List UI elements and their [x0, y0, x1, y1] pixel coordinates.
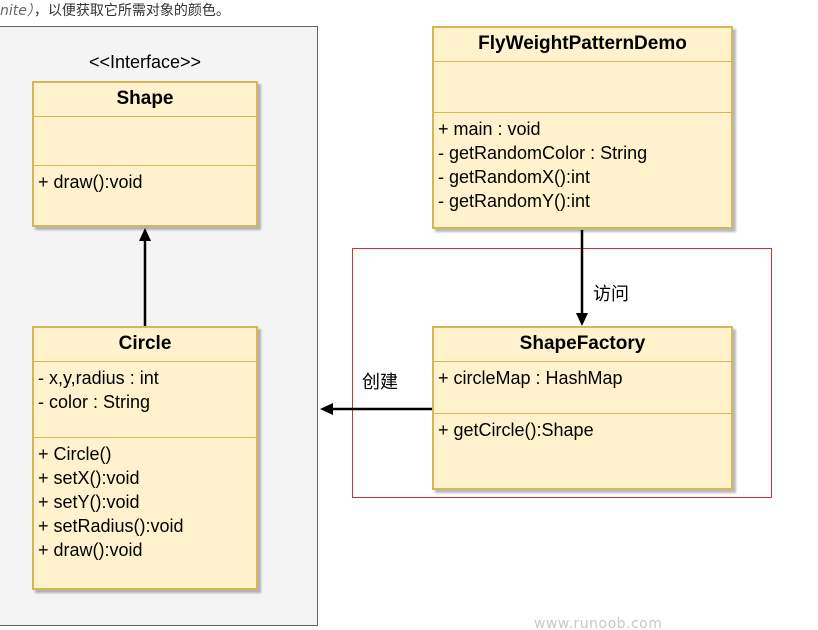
attribute-row: - x,y,radius : int [38, 368, 159, 388]
class-shape-attributes [34, 117, 256, 166]
class-demo-name: FlyWeightPatternDemo [434, 28, 731, 62]
class-shape-name: Shape [34, 83, 256, 117]
class-factory-attributes: + circleMap : HashMap [434, 362, 731, 414]
class-factory-name: ShapeFactory [434, 328, 731, 362]
method-row: + setY():void [38, 492, 140, 512]
method-row: + Circle() [38, 444, 112, 464]
uses-arrow [576, 230, 588, 326]
class-shape-methods: + draw():void [34, 166, 256, 194]
attribute-row: + circleMap : HashMap [438, 368, 623, 388]
creates-arrow [320, 403, 432, 415]
creates-label: 创建 [362, 372, 398, 393]
caption-italic-part: nite） [0, 3, 34, 19]
method-row: + draw():void [38, 172, 143, 192]
class-circle-name: Circle [34, 328, 256, 362]
class-circle: Circle - x,y,radius : int - color : Stri… [32, 326, 258, 590]
method-row: + getCircle():Shape [438, 420, 594, 440]
attribute-row: - color : String [38, 392, 151, 412]
class-demo-methods: + main : void - getRandomColor : String … [434, 113, 731, 213]
class-demo-attributes [434, 62, 731, 113]
realization-arrow [139, 228, 151, 326]
class-factory-methods: + getCircle():Shape [434, 414, 731, 442]
class-circle-methods: + Circle() + setX():void + setY():void +… [34, 438, 256, 562]
caption-text: ，以便获取它所需对象的颜色。 [33, 3, 230, 19]
interface-stereotype: <<Interface>> [88, 52, 202, 72]
method-row: + setX():void [38, 468, 140, 488]
class-circle-attributes: - x,y,radius : int - color : String [34, 362, 256, 438]
method-row: + main : void [438, 119, 541, 139]
watermark: www.runoob.com [534, 616, 663, 630]
caption-fragment: nite），以便获取它所需对象的颜色。 [0, 0, 230, 20]
class-flyweight-pattern-demo: FlyWeightPatternDemo + main : void - get… [432, 26, 733, 229]
method-row: + setRadius():void [38, 516, 184, 536]
method-row: - getRandomY():int [438, 191, 591, 211]
method-row: + draw():void [38, 540, 143, 560]
class-shape: Shape + draw():void [32, 81, 258, 227]
class-shape-factory: ShapeFactory + circleMap : HashMap + get… [432, 326, 733, 490]
uses-label: 访问 [593, 284, 629, 305]
factory-highlight-box [352, 248, 772, 498]
method-row: - getRandomX():int [438, 167, 591, 187]
method-row: - getRandomColor : String [438, 143, 648, 163]
